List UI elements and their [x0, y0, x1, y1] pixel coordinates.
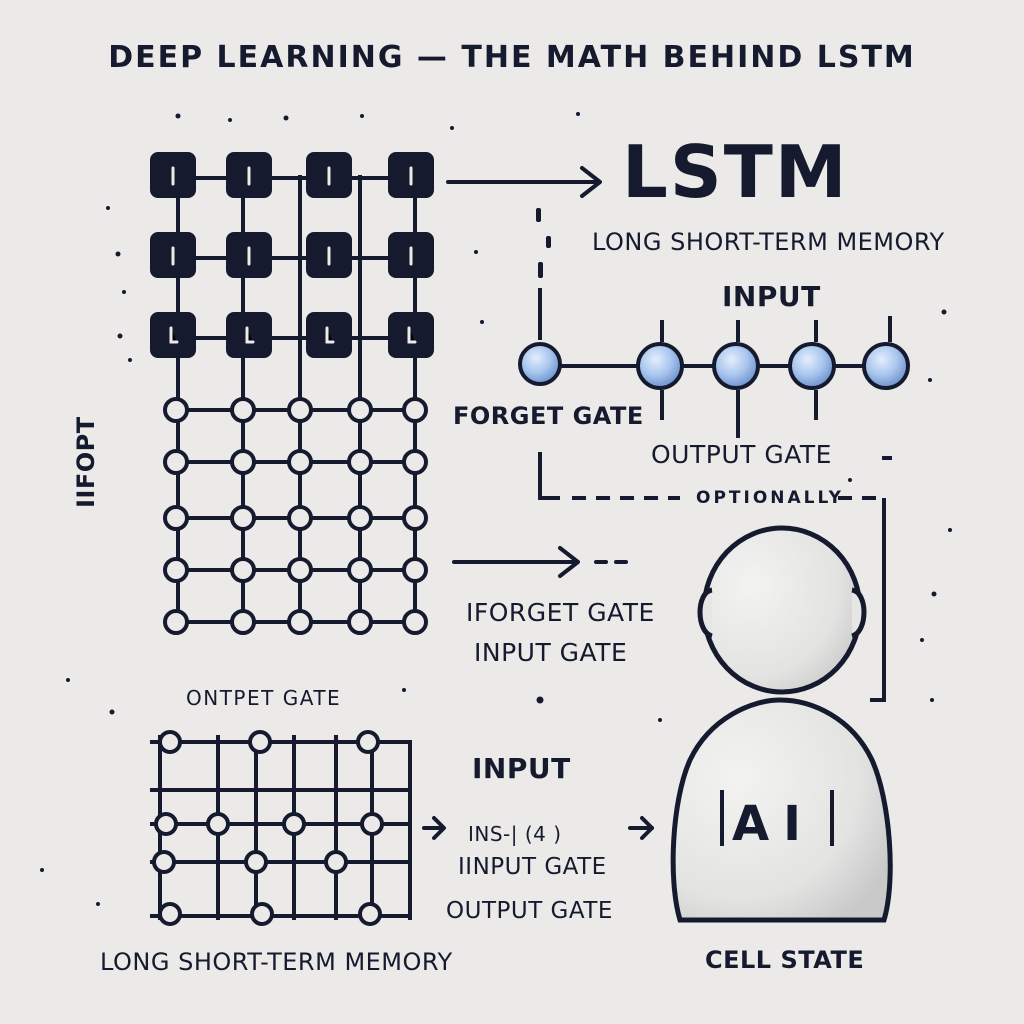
dotted-connector	[536, 208, 551, 278]
lstm-subtitle: LONG SHORT-TERM MEMORY	[592, 228, 945, 256]
bottom-caption: LONG SHORT-TERM MEMORY	[100, 948, 453, 976]
dashed-loop-label: OPTIONALLY	[696, 488, 844, 508]
dark-blocks	[150, 152, 434, 358]
input-label-bottom: INPUT	[472, 752, 571, 785]
gate-nodes	[518, 342, 910, 390]
arrow-formula	[422, 816, 654, 840]
ai-chest-text: AI	[732, 796, 816, 852]
forget-gate-label-top: FORGET GATE	[453, 402, 644, 430]
ai-chest-bars	[720, 790, 834, 846]
small-grid-nodes	[152, 730, 384, 926]
input-label-top: INPUT	[722, 280, 821, 313]
input-gate-label-bottom: IINPUT GATE	[458, 854, 607, 880]
lstm-heading: LSTM	[622, 130, 849, 214]
dashed-loop	[538, 452, 892, 702]
arrow-to-mid-gates	[452, 546, 628, 578]
open-node-grid	[163, 397, 428, 635]
forget-gate-label-mid: IFORGET GATE	[466, 598, 655, 627]
diagram-title: DEEP LEARNING — THE MATH BEHIND LSTM	[108, 40, 916, 75]
cell-state-caption: CELL STATE	[705, 946, 865, 974]
small-grid-label: ONTPET GATE	[186, 686, 342, 710]
decorative-dots	[40, 112, 952, 906]
side-label: IIFOPT	[72, 416, 100, 508]
input-gate-label-mid: INPUT GATE	[474, 638, 628, 667]
block-slots	[169, 166, 417, 344]
ai-figure	[670, 525, 893, 923]
arrow-to-lstm	[446, 166, 602, 198]
output-gate-label-top: OUTPUT GATE	[651, 440, 832, 469]
output-gate-label-bottom: OUTPUT GATE	[446, 898, 613, 924]
formula-label: INS-| (4 )	[468, 822, 562, 846]
